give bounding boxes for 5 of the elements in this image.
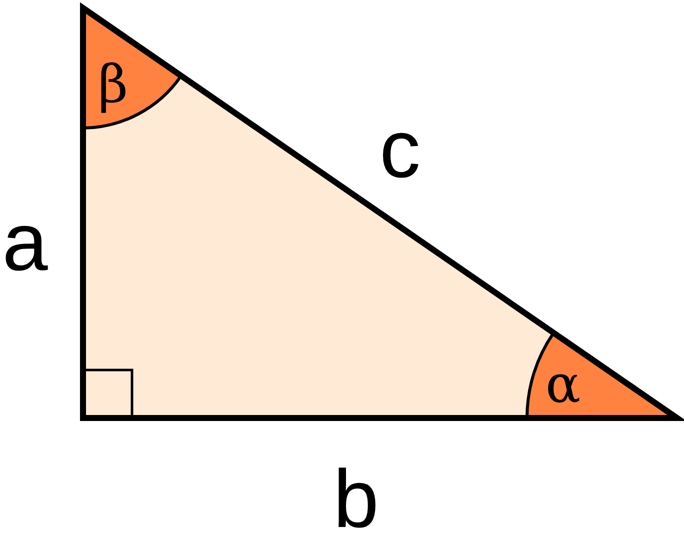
angle-label: β <box>98 59 128 111</box>
angle-label: α <box>545 359 581 411</box>
side-label: c <box>380 109 420 191</box>
side-label: a <box>2 202 48 284</box>
side-label: b <box>333 459 379 538</box>
